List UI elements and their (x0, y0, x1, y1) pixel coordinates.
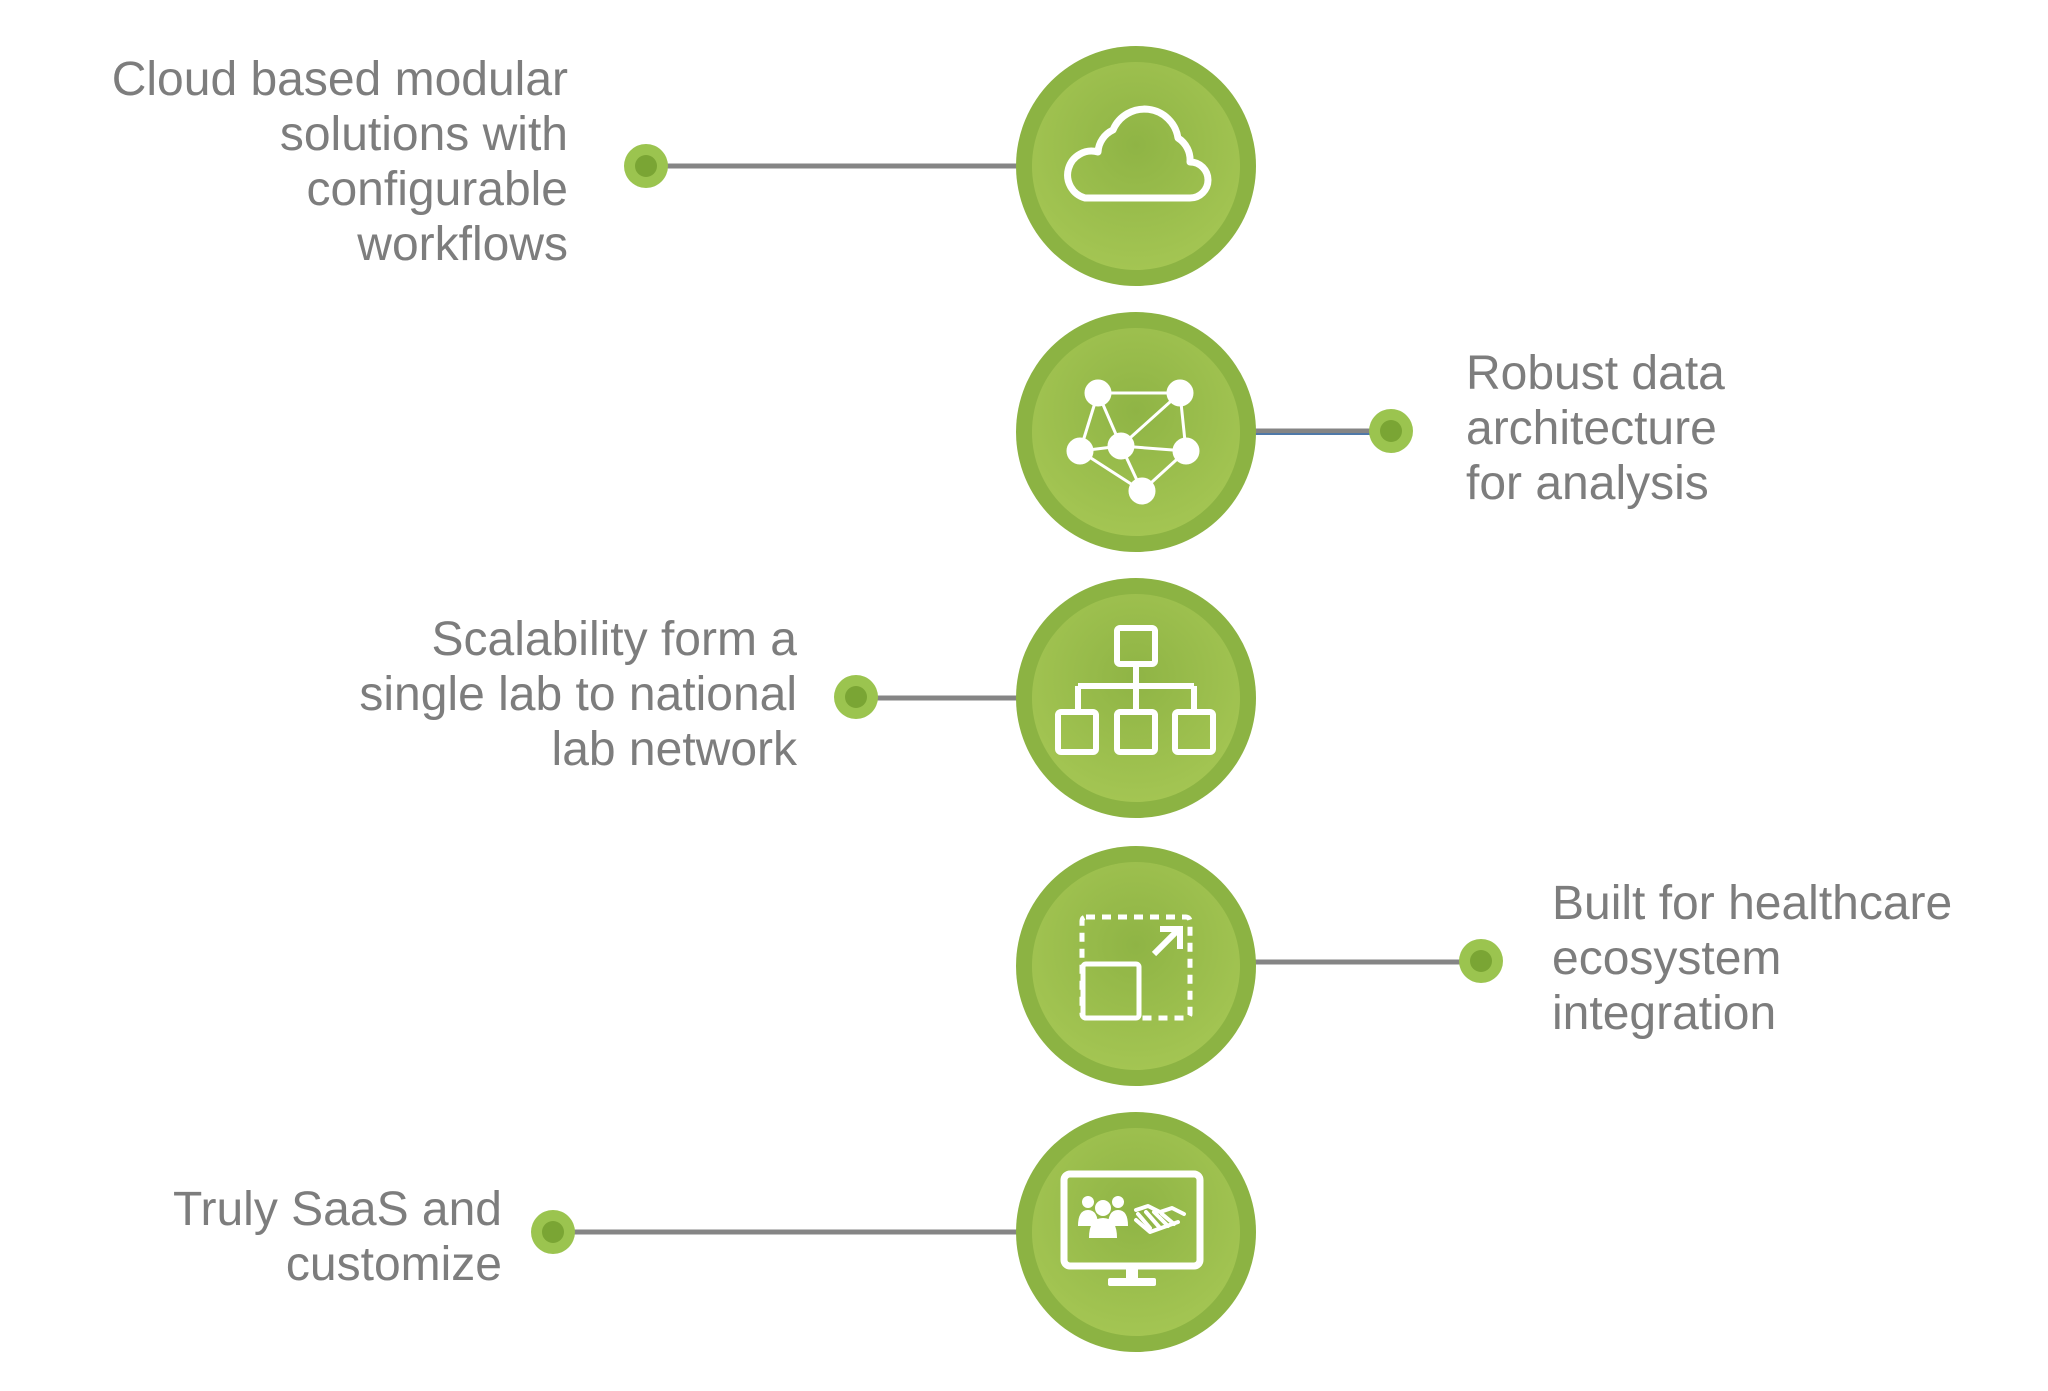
connector-dot (624, 144, 668, 188)
feature-badge (1016, 46, 1256, 286)
feature-data (1016, 312, 1413, 552)
feature-healthcare (1016, 846, 1503, 1086)
feature-saas (531, 1112, 1256, 1352)
feature-text-cloud: Cloud based modular solutions with confi… (111, 53, 568, 271)
hierarchy-icon (1055, 625, 1216, 755)
expand-icon (1079, 914, 1193, 1021)
network-graph-icon (1066, 379, 1200, 505)
feature-scalability (834, 578, 1256, 818)
feature-text-saas: Truly SaaS and customize (172, 1183, 502, 1291)
connector-dot (531, 1210, 575, 1254)
cloud-icon (1064, 105, 1212, 202)
feature-cloud (624, 46, 1256, 286)
connector-dot (1369, 409, 1413, 453)
feature-badge (1016, 1112, 1256, 1352)
connector-dot (834, 675, 878, 719)
feature-text-data: Robust data architecture for analysis (1466, 347, 1725, 510)
handshake-icon (1134, 1204, 1186, 1234)
monitor-collaboration-icon (1060, 1170, 1204, 1286)
connector-dot (1459, 939, 1503, 983)
feature-text-scalability: Scalability form a single lab to nationa… (359, 613, 797, 776)
feature-text-healthcare: Built for healthcare ecosystem integrati… (1552, 877, 1953, 1040)
people-group-icon (1078, 1196, 1128, 1238)
